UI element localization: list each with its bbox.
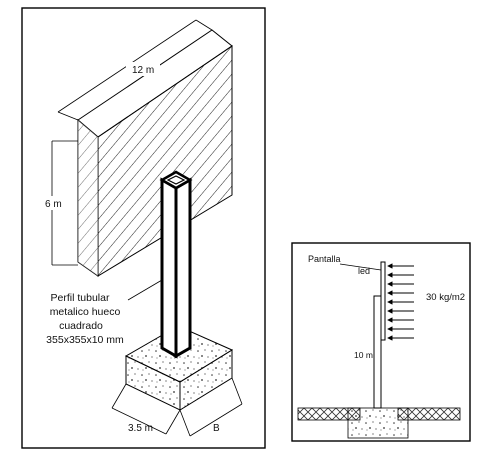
column-section (373, 295, 382, 409)
metal-column (159, 170, 193, 359)
footing-width-label: 3.5 m (128, 423, 153, 434)
profile-label-line-2: metalico hueco (50, 306, 121, 318)
height-label: 6 m (45, 199, 62, 210)
profile-label: Perfil tubular metalico hueco cuadrado 3… (46, 292, 124, 346)
column-height-label: 10 m (354, 350, 373, 360)
column-top-hole (166, 175, 186, 185)
right-panel-frame (291, 242, 471, 442)
screen-label: Pantalla (308, 254, 341, 264)
width-dimension: 12 m (57, 19, 213, 121)
left-panel: 12 m 6 m Perfil tubular metalico hue (21, 7, 266, 449)
width-label: 12 m (132, 65, 154, 76)
right-panel: Pantalla led 30 kg/m2 10 m (291, 242, 471, 442)
left-panel-frame (21, 7, 266, 449)
profile-label-line-1: Perfil tubular (51, 292, 110, 304)
footing-section (347, 407, 409, 439)
screen-label-2: led (358, 266, 370, 276)
footing-dimensions: 3.5 m B (111, 377, 243, 437)
profile-label-line-4: 355x355x10 mm (46, 334, 124, 346)
profile-label-line-3: cuadrado (59, 320, 103, 332)
height-dimension: 6 m (42, 140, 78, 266)
billboard (77, 29, 233, 277)
footing-depth-label: B (213, 423, 220, 434)
wind-load-arrows (387, 263, 414, 341)
led-screen-section (380, 261, 386, 341)
screen-leader-line (339, 263, 382, 271)
profile-leader-line (127, 279, 163, 301)
column-front (160, 177, 178, 359)
billboard-side-face (77, 118, 99, 277)
column-side (174, 177, 192, 359)
billboard-side-face-tint (78, 120, 98, 276)
wind-load-label: 30 kg/m2 (426, 292, 465, 303)
